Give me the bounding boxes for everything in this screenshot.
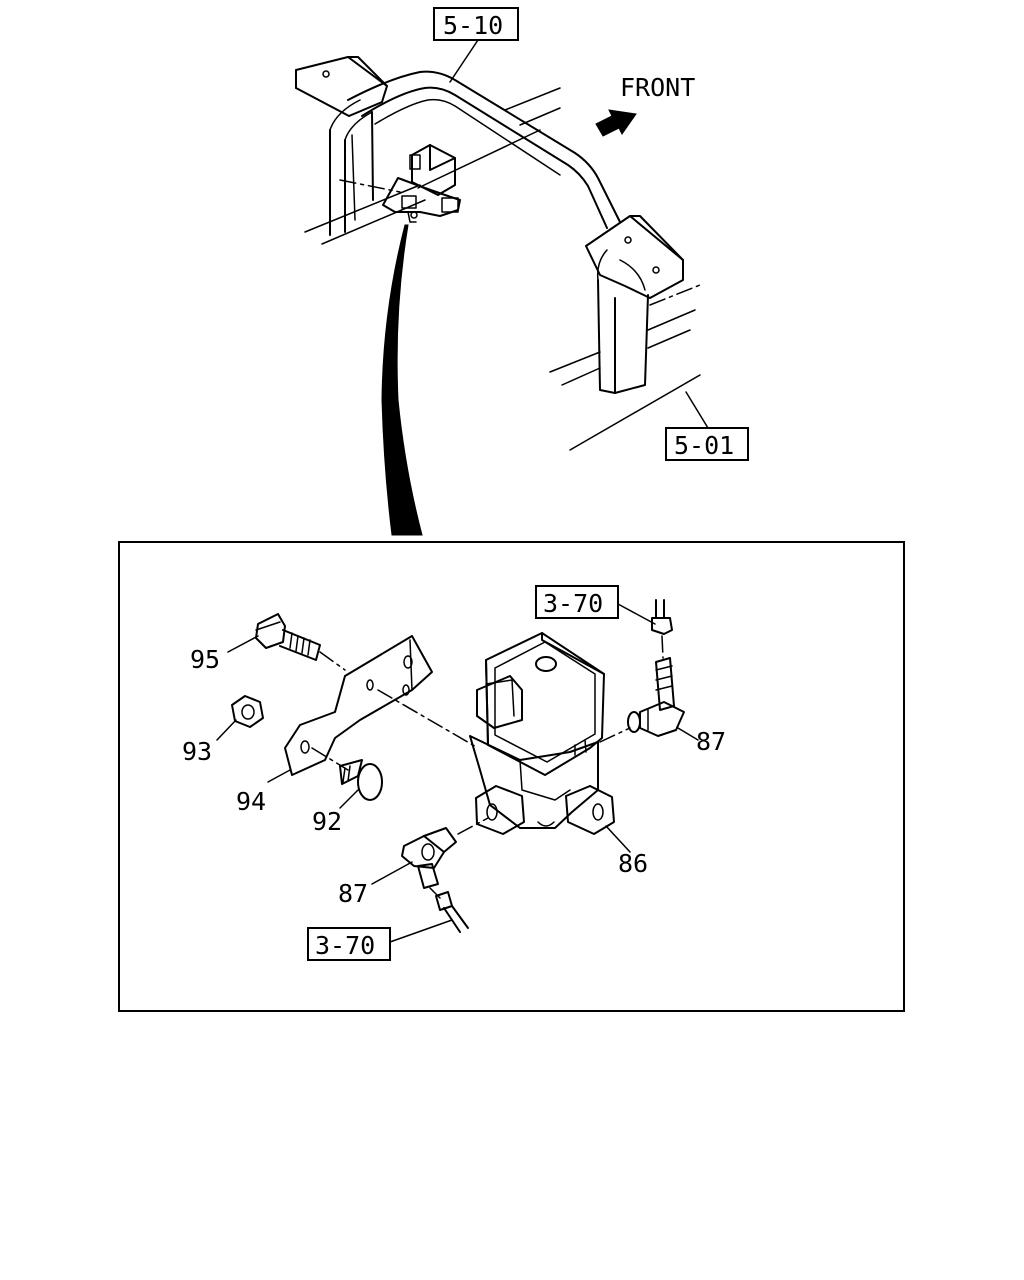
part-86-solenoid-valve (469, 632, 615, 835)
frame-overview (295, 39, 709, 536)
callout-93: 93 (182, 737, 212, 766)
front-label: FRONT (620, 73, 695, 102)
detail-frame (118, 541, 905, 1012)
ref-5-01-label: 5-01 (674, 431, 734, 460)
ref-box-3-70-top: 3-70 (535, 585, 619, 619)
ref-box-5-01: 5-01 (665, 427, 749, 461)
valve-assembly-mounted (339, 144, 461, 223)
part-87-elbow-right (599, 599, 685, 743)
ref-3-70-top-label: 3-70 (543, 589, 603, 618)
callout-87-right: 87 (696, 727, 726, 756)
ref-box-3-70-bottom: 3-70 (307, 927, 391, 961)
part-92-bolt (339, 759, 383, 801)
leader-5-01 (685, 391, 709, 429)
bracket-right (585, 215, 684, 299)
callout-94: 94 (236, 787, 266, 816)
callout-95: 95 (190, 645, 220, 674)
callout-wedge (381, 224, 423, 536)
ref-box-5-10: 5-10 (433, 7, 519, 41)
part-93-nut (231, 695, 264, 728)
leader-lines (216, 603, 699, 943)
part-87-elbow-left (401, 817, 489, 933)
direction-indicator: FRONT (595, 73, 695, 137)
frame-rail-right (549, 284, 701, 451)
callout-92: 92 (312, 807, 342, 836)
bracket-top-left (295, 56, 388, 117)
ref-5-10-label: 5-10 (443, 11, 503, 40)
callout-87-left: 87 (338, 879, 368, 908)
leader-5-10 (449, 39, 479, 83)
part-95-bolt (255, 613, 346, 671)
crossmember-arch (347, 70, 649, 394)
callout-86: 86 (618, 849, 648, 878)
part-94-bracket (284, 635, 479, 776)
crossmember-upright-left (329, 99, 374, 236)
arrow-icon (595, 109, 637, 137)
ref-3-70-bottom-label: 3-70 (315, 931, 375, 960)
